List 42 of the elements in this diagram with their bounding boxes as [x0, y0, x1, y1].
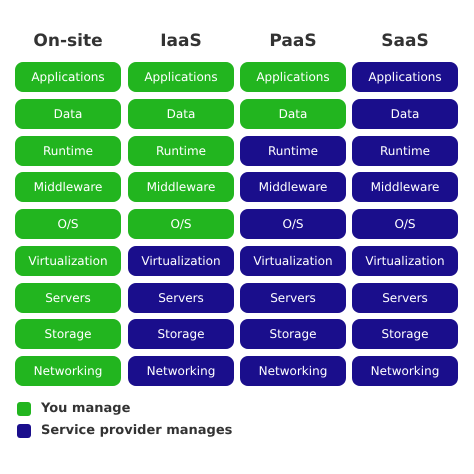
layer-tile: Storage	[128, 319, 234, 350]
layer-tile: Applications	[128, 62, 234, 92]
layer-tile: O/S	[15, 209, 121, 239]
layer-tile: Middleware	[128, 172, 234, 202]
column-header: On-site	[32, 30, 104, 52]
layer-tile: Runtime	[128, 136, 234, 166]
layer-tile: Applications	[240, 62, 346, 92]
layer-tile: Servers	[15, 282, 121, 312]
layer-tile: Virtualization	[240, 246, 346, 276]
layer-tile: Virtualization	[352, 246, 458, 276]
column-header: SaaS	[380, 30, 430, 52]
layer-tile: Storage	[15, 319, 121, 350]
layer-tile: Runtime	[352, 136, 458, 166]
layer-tile: Servers	[240, 282, 346, 312]
layer-tile: Networking	[15, 356, 121, 386]
layer-tile: Storage	[240, 319, 346, 350]
layer-tile: O/S	[240, 209, 346, 239]
layer-tile: Networking	[352, 356, 458, 386]
layer-tile: O/S	[128, 209, 234, 239]
layer-tile: Virtualization	[128, 246, 234, 276]
layer-tile: Middleware	[352, 172, 458, 202]
layer-tile: Middleware	[15, 172, 121, 202]
layer-tile: Applications	[352, 62, 458, 92]
layer-tile: Storage	[352, 319, 458, 350]
layer-tile: Runtime	[240, 136, 346, 166]
legend-label: Service provider manages	[41, 423, 232, 439]
layer-tile: Networking	[240, 356, 346, 386]
layer-tile: Data	[128, 98, 234, 129]
column-header: IaaS	[159, 30, 203, 52]
layer-tile: Networking	[128, 356, 234, 386]
layer-tile: Data	[352, 98, 458, 129]
layer-tile: Servers	[128, 282, 234, 312]
layer-tile: Data	[15, 98, 121, 129]
layer-tile: Servers	[352, 282, 458, 312]
layer-tile: Virtualization	[15, 246, 121, 276]
layer-tile: Middleware	[240, 172, 346, 202]
layer-tile: O/S	[352, 209, 458, 239]
column-header: PaaS	[268, 30, 318, 52]
layer-tile: Data	[240, 98, 346, 129]
layer-tile: Runtime	[15, 136, 121, 166]
legend-label: You manage	[41, 401, 130, 417]
layer-tile: Applications	[15, 62, 121, 92]
